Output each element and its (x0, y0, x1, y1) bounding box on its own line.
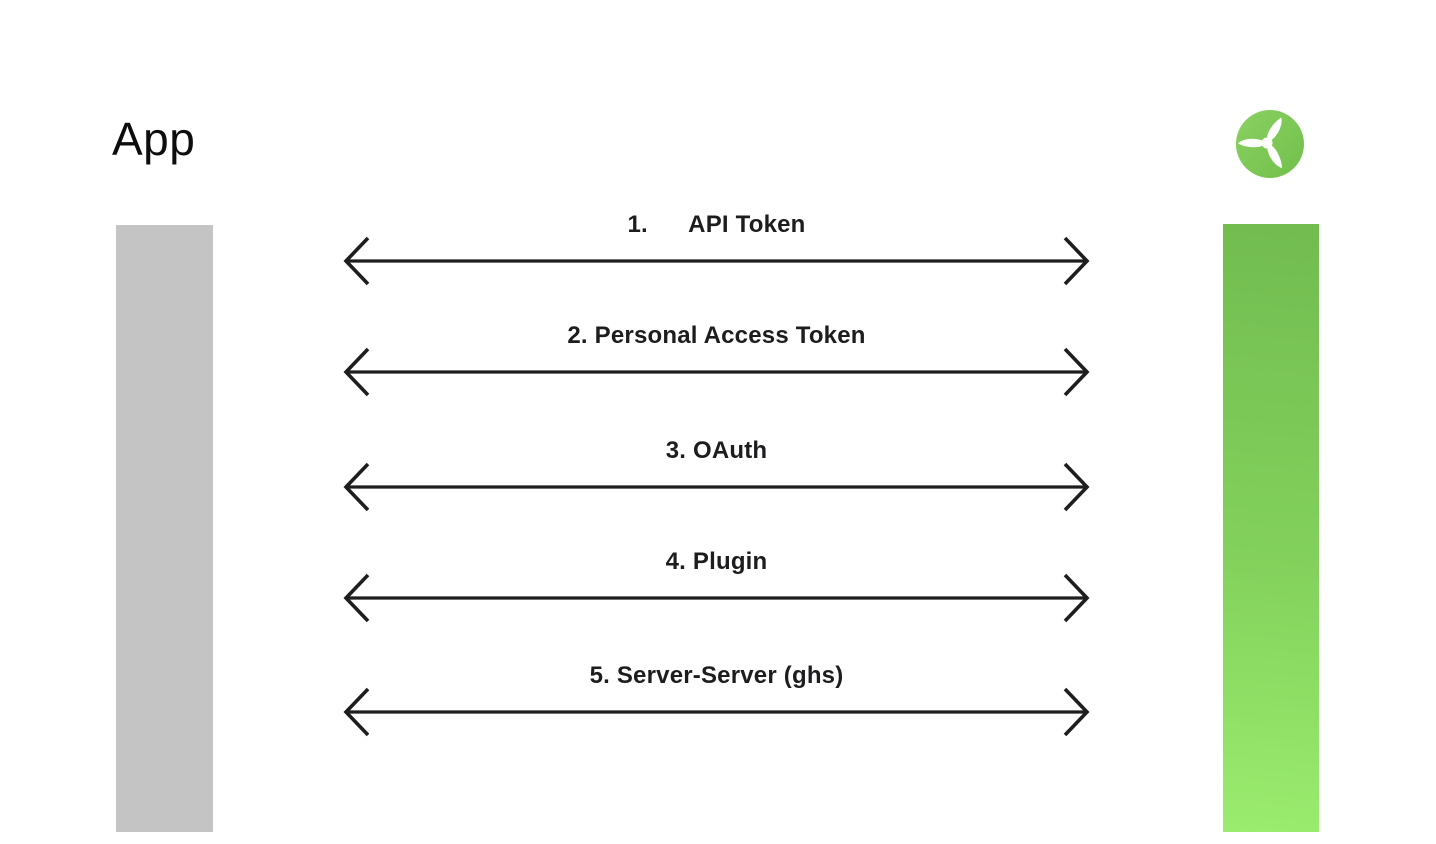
connection-label: 3. OAuth (665, 437, 768, 464)
connection-row-api-token: 1. API Token (343, 211, 1090, 289)
connection-label: 2. Personal Access Token (567, 322, 866, 349)
connection-row-oauth: 3. OAuth (343, 437, 1090, 515)
service-lifeline-bar (1223, 224, 1319, 832)
double-arrow-icon (343, 347, 1090, 397)
connection-row-server-server: 5. Server-Server (ghs) (343, 662, 1090, 740)
double-arrow-icon (343, 462, 1090, 512)
double-arrow-icon (343, 573, 1090, 623)
connection-label: 1. API Token (627, 211, 806, 238)
double-arrow-icon (343, 687, 1090, 737)
double-arrow-icon (343, 236, 1090, 286)
connection-label: 4. Plugin (665, 548, 768, 575)
connection-row-personal-access-token: 2. Personal Access Token (343, 322, 1090, 400)
app-title: App (112, 113, 196, 165)
connection-row-plugin: 4. Plugin (343, 548, 1090, 626)
connection-label: 5. Server-Server (ghs) (589, 662, 844, 689)
propeller-logo-icon (1236, 110, 1304, 178)
app-lifeline-bar (116, 225, 213, 832)
